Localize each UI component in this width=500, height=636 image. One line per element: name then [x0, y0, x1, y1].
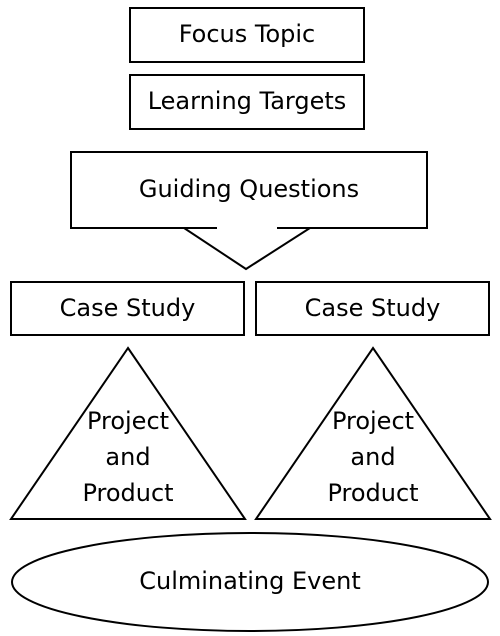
- product-left-line3: Product: [82, 479, 174, 507]
- product-left-label: Project and Product: [48, 403, 208, 511]
- product-right-triangle: [254, 346, 492, 520]
- product-right-line2: and: [350, 443, 396, 471]
- case-study-right-label: Case Study: [304, 293, 441, 322]
- product-right-line1: Project: [331, 407, 415, 435]
- product-left-line2: and: [105, 443, 151, 471]
- guiding-questions-label: Guiding Questions: [138, 175, 360, 204]
- culminating-event-label: Culminating Event: [139, 567, 361, 596]
- focus-topic-label: Focus Topic: [178, 20, 316, 49]
- case-study-right-box: [255, 281, 490, 336]
- focus-topic-box: [129, 7, 365, 63]
- case-study-left-label: Case Study: [59, 293, 196, 322]
- product-left-line1: Project: [86, 407, 170, 435]
- learning-targets-box: [129, 74, 365, 130]
- product-left-triangle: [9, 346, 247, 520]
- product-right-line3: Product: [327, 479, 419, 507]
- guiding-questions-callout: [70, 151, 428, 271]
- case-study-left-box: [10, 281, 245, 336]
- culminating-event-ellipse: [11, 532, 489, 632]
- product-right-label: Project and Product: [293, 403, 453, 511]
- learning-targets-label: Learning Targets: [147, 87, 347, 116]
